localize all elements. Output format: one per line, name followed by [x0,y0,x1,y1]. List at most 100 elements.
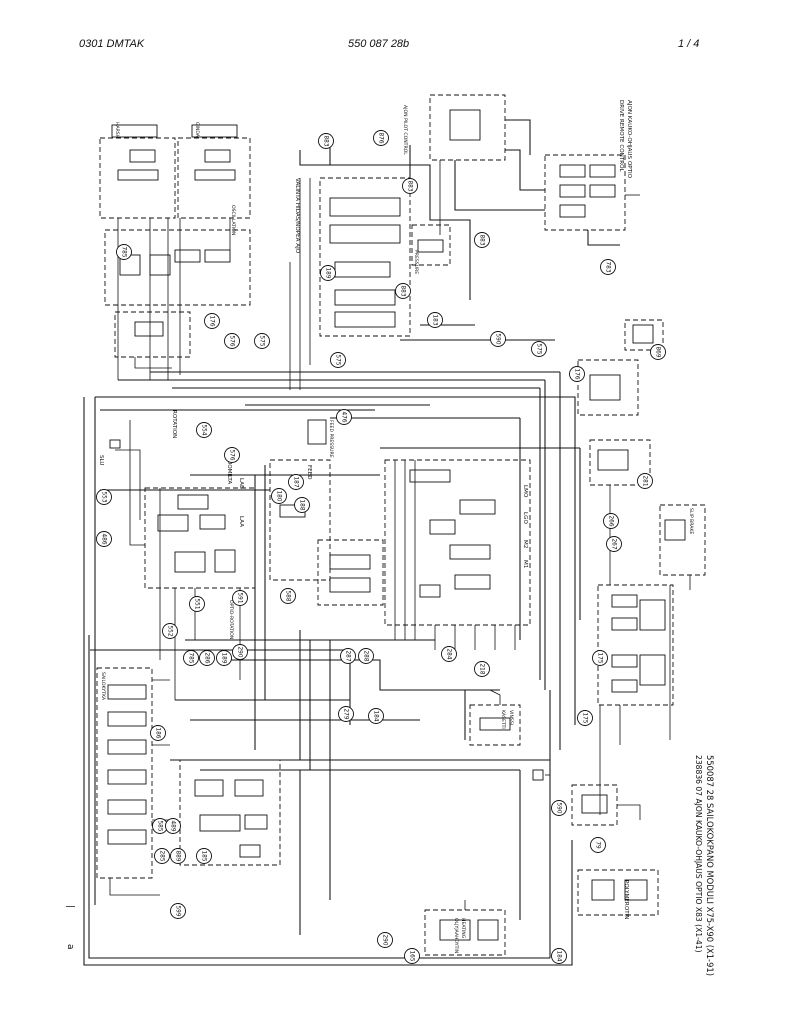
ref-bubble: 285 [154,848,170,864]
trunk-lines [100,324,580,491]
title-line-1: 550087 28 SAILOKOKPANO MODULI X75-X90 (X… [705,755,715,976]
svg-text:281: 281 [642,475,648,486]
svg-text:476: 476 [341,411,347,422]
ref-bubble: 175 [592,650,608,666]
ref-bubble: 184 [551,948,567,964]
ref-bubble: 79 [590,837,606,853]
label-drive-pilot: AJON PILOT CONTROL [402,105,408,155]
ref-bubble: 290 [377,932,393,948]
ref-bubble: 287 [340,648,356,664]
connecting-lines [90,372,581,958]
ref-bubble: 883 [395,283,411,299]
svg-text:554: 554 [201,424,207,435]
svg-text:599: 599 [175,905,181,916]
svg-text:185: 185 [201,850,207,861]
ref-bubble: 551 [189,596,205,612]
ref-bubble: 883 [474,232,490,248]
ref-bubble: 185 [196,848,212,864]
svg-text:188: 188 [299,499,305,510]
svg-text:883: 883 [407,180,413,191]
svg-text:785: 785 [188,652,194,663]
svg-text:267: 267 [611,538,617,549]
label-oscillation: OSCILLATION [230,205,236,235]
header-drawing-number: 550 087 28b [348,38,410,50]
svg-text:551: 551 [194,598,200,609]
svg-text:288: 288 [363,650,369,661]
ref-bubble: 266 [603,513,619,529]
ref-bubble: 590 [551,800,567,816]
svg-text:175: 175 [597,652,603,663]
ref-bubble: 552 [162,623,178,639]
svg-text:79: 79 [595,841,601,849]
ref-bubble: 590 [490,331,506,347]
frame-lines [83,396,576,966]
ref-bubble: 184 [368,708,384,724]
svg-text:785: 785 [121,246,127,257]
label-lx-puomilta: LX PUOMILTA [226,448,232,484]
label-ginda: GINDA [194,122,200,138]
ref-bubble: 889 [170,848,186,864]
drive-valve-block [289,140,471,390]
title-line-2: 238836 07 AJON KAUKO-OHJAUS OPTIO X83 (X… [694,755,703,953]
ref-bubble: 783 [600,259,616,275]
ref-bubble: 281 [637,473,653,489]
label-feed: FEED [306,465,312,480]
label-lab: LAB [238,478,244,489]
left-valve-stack [96,667,170,896]
label-slu: SLU [98,455,104,465]
ref-bubble: 186 [150,725,166,741]
svg-text:176: 176 [574,368,580,379]
svg-text:189: 189 [221,652,227,663]
ref-bubble: 553 [96,489,112,505]
ref-bubble: 175 [577,710,593,726]
ref-bubble: 785 [116,244,132,260]
svg-text:189: 189 [325,267,331,278]
ref-bubble: 785 [183,650,199,666]
svg-text:290: 290 [382,934,388,945]
ref-bubble: 180 [271,488,287,504]
svg-text:290: 290 [237,646,243,657]
svg-text:590: 590 [495,333,501,344]
ref-bubble: 575 [330,352,346,368]
ref-bubble: 576 [224,333,240,349]
svg-text:489: 489 [170,820,176,831]
svg-text:184: 184 [373,710,379,721]
ref-bubble: 189 [320,265,336,281]
svg-text:165: 165 [409,950,415,961]
svg-text:575: 575 [536,343,542,354]
svg-text:576: 576 [229,449,235,460]
label-sailokytka: SAILOKYTKA [100,672,106,701]
header-document-code: 0301 DMTAK [79,38,145,50]
label-heating: HEATING [460,918,466,939]
ref-bubble: 876 [373,130,389,146]
label-slip-brake: SLIP BRAKE [688,508,694,534]
svg-text:869: 869 [655,346,661,357]
svg-text:183: 183 [432,314,438,325]
svg-text:552: 552 [167,625,173,636]
ref-bubble: 575 [531,341,547,357]
ref-bubble: 591 [232,590,248,606]
svg-text:175: 175 [582,712,588,723]
margin-mark: | [65,905,75,908]
svg-text:186: 186 [155,727,161,738]
ref-bubble: 267 [606,536,622,552]
ref-bubble: 883 [402,178,418,194]
svg-text:279: 279 [343,708,349,719]
ref-bubble: 188 [294,497,310,513]
label-valinta: VALINTA HIDAS/NOPEA AJO [294,178,300,254]
bottom-right-units [532,769,659,916]
svg-text:266: 266 [608,515,614,526]
label-m1: M1 [522,560,528,569]
svg-text:883: 883 [479,234,485,245]
svg-text:187: 187 [293,476,299,487]
svg-text:284: 284 [446,648,452,659]
ref-bubble: 599 [170,903,186,919]
svg-text:585: 585 [157,820,163,831]
svg-text:576: 576 [229,335,235,346]
ref-bubble: 869 [650,344,666,360]
label-polymerotin: POLYMEROTIN [623,880,629,919]
label-opt10: OPTIO-ROTATION [228,600,234,639]
label-vinssi: VINSSI [508,710,514,725]
svg-text:218: 218 [479,663,485,674]
